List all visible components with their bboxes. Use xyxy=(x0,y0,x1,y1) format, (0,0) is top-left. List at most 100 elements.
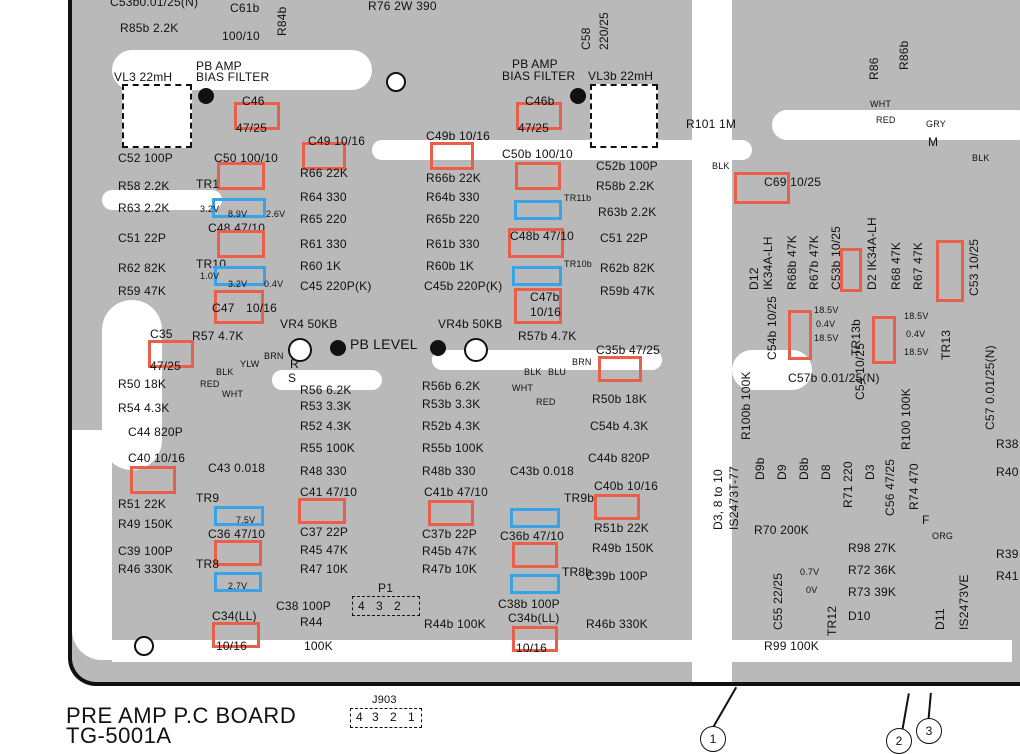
label-c61b: C61b xyxy=(230,1,260,15)
label-r67: R67 47K xyxy=(911,241,925,290)
label-org: ORG xyxy=(932,531,954,541)
label-r66b: R66b 22K xyxy=(426,171,481,185)
label-d-part: IS2473T-77 xyxy=(727,465,741,530)
label-r67b: R67b 47K xyxy=(807,235,821,290)
highlight-c54[interactable] xyxy=(872,316,896,364)
vr4b-knob[interactable] xyxy=(430,340,446,356)
highlight-c69[interactable] xyxy=(734,172,790,204)
highlight-c47[interactable] xyxy=(214,290,264,324)
label-vr4b: VR4b 50KB xyxy=(438,317,503,331)
label-r41: R41 xyxy=(996,569,1019,583)
trace xyxy=(692,0,732,682)
highlight-tr10[interactable] xyxy=(214,266,266,286)
label-r98: R98 27K xyxy=(848,541,897,555)
label-r56b: R56b 6.2K xyxy=(422,379,481,393)
highlight-tr11b[interactable] xyxy=(514,200,562,220)
trace xyxy=(112,640,1012,662)
label-c51b: C51 22P xyxy=(600,231,649,245)
label-bias-filter-right: BIAS FILTER xyxy=(502,69,576,83)
highlight-c47b[interactable] xyxy=(514,288,562,324)
highlight-c50b[interactable] xyxy=(515,162,561,190)
label-d8: D8 xyxy=(819,464,833,480)
highlight-tr9[interactable] xyxy=(214,506,264,526)
highlight-c46b[interactable] xyxy=(516,102,562,130)
highlight-c48b[interactable] xyxy=(508,228,564,258)
label-d10: D10 xyxy=(848,609,871,623)
highlight-c53[interactable] xyxy=(936,240,964,302)
label-r101: R101 1M xyxy=(686,117,737,131)
label-c37: C37 22P xyxy=(300,525,349,539)
trace xyxy=(772,110,1020,140)
label-c52: C52 100P xyxy=(118,151,173,165)
label-d9: D9 xyxy=(775,464,789,480)
label-c46b: C46b xyxy=(525,94,555,108)
board-model: TG-5001A xyxy=(66,723,172,748)
highlight-c41[interactable] xyxy=(298,498,346,524)
label-c38b: C38b 100P xyxy=(498,597,560,611)
potentiometer-vr4b[interactable] xyxy=(464,338,488,362)
label-c47b: C47b xyxy=(530,290,560,304)
connector-j903[interactable] xyxy=(350,708,422,728)
label-r50b: R50b 18K xyxy=(592,392,647,406)
label-r73: R73 39K xyxy=(848,585,897,599)
label-r86b: R86b xyxy=(897,40,911,71)
label-r51b: R51b 22K xyxy=(594,521,649,535)
highlight-c50[interactable] xyxy=(217,162,265,190)
label-c41: C41 47/10 xyxy=(300,485,358,499)
highlight-c40[interactable] xyxy=(130,466,176,494)
label-v04: 0.4V xyxy=(264,279,284,289)
highlight-c53b[interactable] xyxy=(840,248,862,292)
label-r49: R49 150K xyxy=(118,517,173,531)
highlight-c46[interactable] xyxy=(234,102,280,130)
highlight-tr1[interactable] xyxy=(212,198,266,218)
label-red2: RED xyxy=(876,115,896,125)
p1-pin-2: 2 xyxy=(394,599,401,613)
highlight-c34[interactable] xyxy=(212,622,260,648)
label-r62b: R62b 82K xyxy=(600,261,655,275)
label-c40: C40 10/16 xyxy=(128,451,186,465)
label-r45b: R45b 47K xyxy=(422,544,477,558)
highlight-tr8b[interactable] xyxy=(510,574,560,594)
label-c56: C56 47/25 xyxy=(883,458,897,516)
label-m: M xyxy=(928,135,939,149)
label-c52b: C52b 100P xyxy=(596,159,658,173)
highlight-c49[interactable] xyxy=(302,142,346,170)
label-r64b: R64b 330 xyxy=(426,190,480,204)
highlight-c34b[interactable] xyxy=(512,626,558,652)
highlight-c40b[interactable] xyxy=(594,494,640,520)
highlight-c48[interactable] xyxy=(217,230,265,258)
label-c36b: C36b 47/10 xyxy=(500,529,565,543)
label-c35-value: 47/25 xyxy=(150,359,182,373)
label-c58: C58 xyxy=(579,27,593,50)
highlight-c36b[interactable] xyxy=(512,542,558,568)
label-r59b: R59b 47K xyxy=(600,284,655,298)
label-wht2: WHT xyxy=(870,99,892,109)
highlight-c35[interactable] xyxy=(148,340,194,368)
label-c43: C43 0.018 xyxy=(208,461,266,475)
highlight-c36[interactable] xyxy=(214,540,262,566)
highlight-tr9b[interactable] xyxy=(510,508,560,528)
label-r65: R65 220 xyxy=(300,212,347,226)
label-p1: P1 xyxy=(378,581,394,595)
label-v04c: 0.4V xyxy=(906,329,926,339)
connector-p1[interactable] xyxy=(352,596,420,616)
label-v32: 3.2V xyxy=(200,204,220,214)
coil-vl3b xyxy=(590,84,658,148)
label-r84b: R84b xyxy=(275,6,289,37)
highlight-c49b[interactable] xyxy=(430,142,474,170)
label-r60b: R60b 1K xyxy=(426,259,475,273)
label-c61b-value: 100/10 xyxy=(222,29,260,43)
highlight-c35b[interactable] xyxy=(598,356,642,382)
highlight-tr10b[interactable] xyxy=(512,266,562,286)
highlight-c54b[interactable] xyxy=(788,310,812,360)
label-r72: R72 36K xyxy=(848,563,897,577)
highlight-c41b[interactable] xyxy=(428,500,474,526)
highlight-tr8[interactable] xyxy=(214,572,262,592)
board-title: PRE AMP P.C BOARD xyxy=(66,703,297,728)
potentiometer-vr4[interactable] xyxy=(288,338,312,362)
vr4-knob[interactable] xyxy=(330,340,346,356)
label-r39: R39 xyxy=(996,547,1019,561)
label-r: R xyxy=(290,357,299,371)
label-c34-value: 10/16 xyxy=(216,639,248,653)
label-c49b: C49b 10/16 xyxy=(426,129,491,143)
